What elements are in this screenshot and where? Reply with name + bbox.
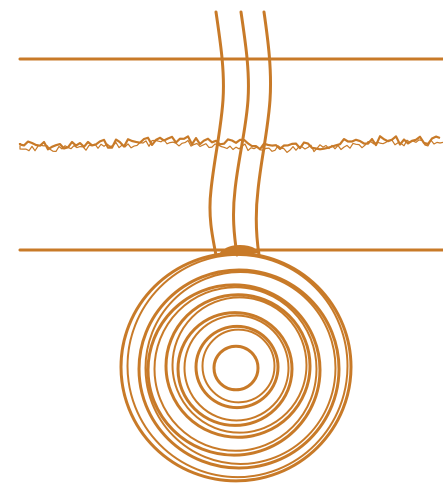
vertical-strand-left (210, 12, 224, 255)
spiral-ring-7 (214, 346, 258, 390)
spiral-ring-6 (196, 326, 278, 407)
spiral-ring-echo-4 (173, 297, 307, 432)
spiral-ring-3 (148, 285, 320, 455)
spiral-ring-echo-5 (185, 315, 289, 420)
spiral-coil (121, 253, 351, 481)
vertical-strand-right (256, 12, 270, 255)
spiral-ring-echo-1 (128, 255, 348, 477)
vertical-strand-middle (234, 12, 249, 255)
strand-junction (222, 246, 258, 252)
